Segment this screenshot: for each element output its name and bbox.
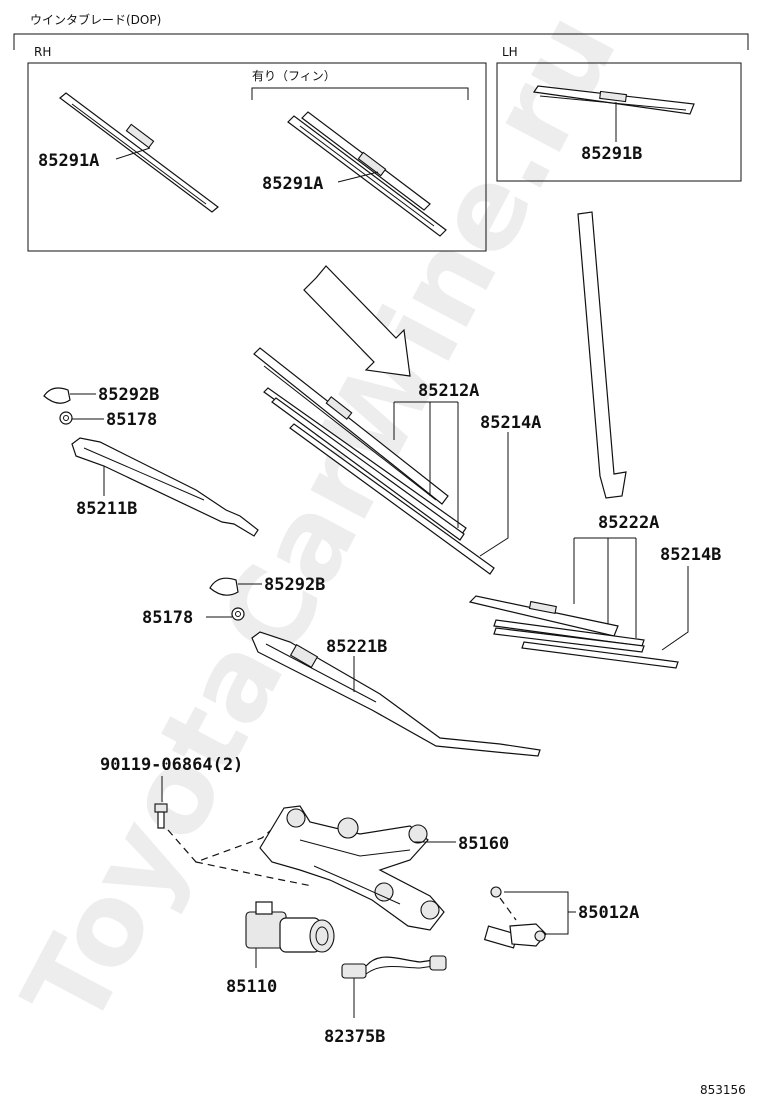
- bolt-install-line-2: [195, 861, 313, 887]
- arrow-to-lh-blade: [577, 211, 627, 499]
- bracket-set-85012A: [483, 886, 547, 949]
- leader-85291A-1: [115, 147, 151, 160]
- arrow-to-rh-blade: [303, 265, 411, 377]
- lh-box: [496, 62, 742, 182]
- part-label-85214A: 85214A: [480, 413, 541, 433]
- with-fin-bracket: [251, 87, 469, 100]
- rh-box: [27, 62, 487, 252]
- part-label-85178-1: 85178: [106, 410, 157, 430]
- part-label-85221B: 85221B: [326, 637, 387, 657]
- wiper-blade-assembly-rh: [253, 347, 449, 505]
- section-bracket: [13, 33, 749, 50]
- leader-85214A: [479, 432, 509, 557]
- nut-85178-upper: [59, 411, 73, 425]
- with-fin-label: 有り（フィン）: [252, 69, 336, 83]
- part-label-85291A-1: 85291A: [38, 151, 99, 171]
- leader-85012A: [504, 891, 569, 935]
- nut-85178-lower: [231, 607, 245, 621]
- bolt-90119: [154, 803, 168, 829]
- part-label-85292B-2: 85292B: [264, 575, 325, 595]
- part-label-85291A-2: 85291A: [262, 174, 323, 194]
- wiper-rubber-rh: [263, 387, 467, 541]
- part-label-85222A: 85222A: [598, 513, 659, 533]
- wiper-linkage-85160: [259, 805, 445, 931]
- part-label-85110: 85110: [226, 977, 277, 997]
- part-label-85292B-1: 85292B: [98, 385, 159, 405]
- wiper-blade-lh: [532, 85, 695, 115]
- part-label-85160: 85160: [458, 834, 509, 854]
- cap-85292B-upper: [43, 387, 71, 404]
- wire-harness-82375B: [341, 955, 447, 979]
- part-label-90119-06864: 90119-06864(2): [100, 755, 243, 775]
- part-label-85214B: 85214B: [660, 545, 721, 565]
- wiper-rubber-lh: [493, 619, 645, 653]
- wiper-motor-85110: [245, 901, 335, 953]
- wiper-refill-lh: [521, 641, 679, 669]
- lh-label: LH: [502, 45, 518, 59]
- section-title: ウインタブレード(DOP): [30, 12, 161, 27]
- wiper-blade-assembly-lh: [468, 595, 619, 637]
- wiper-refill-rh: [289, 423, 495, 575]
- cap-85292B-lower: [209, 577, 239, 596]
- rh-label: RH: [34, 45, 51, 59]
- leader-85291A-2: [337, 171, 379, 183]
- wiper-blade-rh-with-fin: [287, 111, 447, 237]
- diagram-id: 853156: [700, 1083, 746, 1097]
- wiper-arm-85221B: [251, 631, 541, 757]
- part-label-85212A: 85212A: [418, 381, 479, 401]
- part-label-85012A: 85012A: [578, 903, 639, 923]
- wiper-blade-rh: [59, 92, 219, 213]
- wiper-arm-85211B: [71, 437, 259, 537]
- leader-85214B: [661, 566, 689, 651]
- part-label-85211B: 85211B: [76, 499, 137, 519]
- part-label-82375B: 82375B: [324, 1027, 385, 1047]
- part-label-85178-2: 85178: [142, 608, 193, 628]
- part-label-85291B: 85291B: [581, 144, 642, 164]
